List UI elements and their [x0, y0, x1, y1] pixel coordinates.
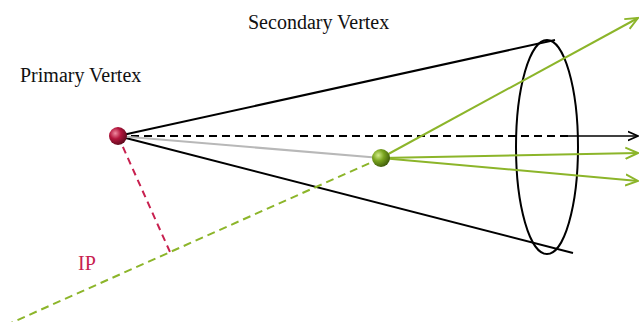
- cone-edge: [118, 40, 555, 136]
- vertex-label: Secondary Vertex: [248, 10, 389, 34]
- secondary-vertex: [372, 149, 390, 167]
- vertex-label: Primary Vertex: [20, 63, 141, 87]
- impact-parameter: [118, 136, 170, 252]
- ip-label: IP: [78, 251, 96, 275]
- flight-path: [118, 136, 381, 158]
- primary-vertex: [109, 127, 127, 145]
- cone-edge: [118, 136, 573, 253]
- track-extrapolation: [2, 158, 381, 322]
- cone-ellipse: [516, 40, 578, 254]
- track: [381, 18, 638, 158]
- jet-axis: [118, 135, 568, 137]
- track: [381, 153, 638, 158]
- jet-axis-arrow: [568, 135, 638, 137]
- track: [381, 158, 638, 181]
